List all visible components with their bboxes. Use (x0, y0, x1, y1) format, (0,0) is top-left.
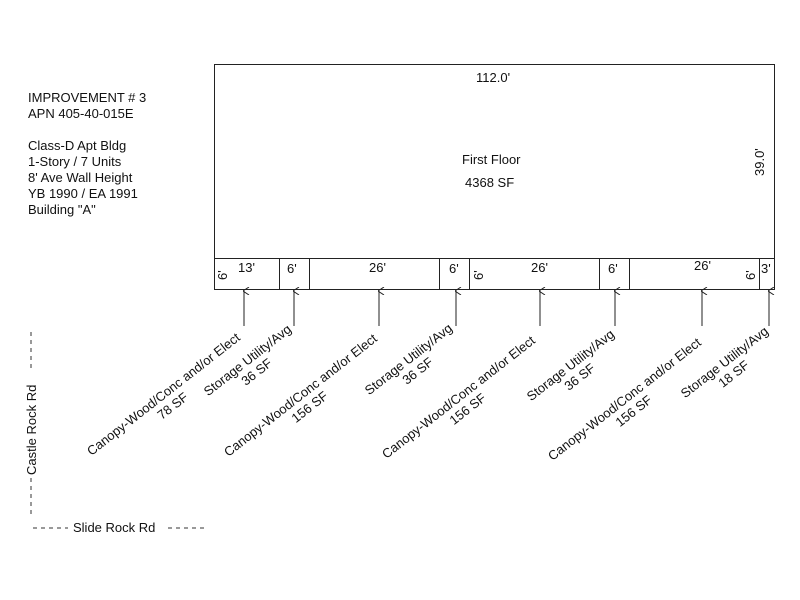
building-name: Building "A" (28, 202, 96, 217)
improvement-title: IMPROVEMENT # 3 (28, 90, 147, 105)
stories-units: 1-Story / 7 Units (28, 154, 122, 169)
apn-number: APN 405-40-015E (28, 106, 134, 121)
storage-bay-4 (759, 258, 775, 290)
wall-height: 8' Ave Wall Height (28, 170, 133, 185)
building-class: Class-D Apt Bldg (28, 138, 127, 153)
first-floor-label: First Floor (462, 152, 521, 167)
bay-5-width: 26' (531, 260, 548, 275)
bay-6-width: 6' (608, 261, 618, 276)
storage-bay-2 (439, 258, 470, 290)
slide-rock-road-label: Slide Rock Rd (73, 520, 156, 535)
bay-4-width: 6' (449, 261, 459, 276)
bay-7-width: 26' (694, 258, 711, 273)
bay-8-width: 3' (761, 261, 771, 276)
bay-1-width: 13' (238, 260, 255, 275)
year-built: YB 1990 / EA 1991 (28, 186, 138, 201)
first-floor-area-label: 4368 SF (465, 175, 515, 190)
bay-3-width: 26' (369, 260, 386, 275)
main-width-label: 112.0' (476, 70, 511, 85)
bay-2-width: 6' (287, 261, 297, 276)
castle-rock-road-label: Castle Rock Rd (24, 384, 39, 475)
